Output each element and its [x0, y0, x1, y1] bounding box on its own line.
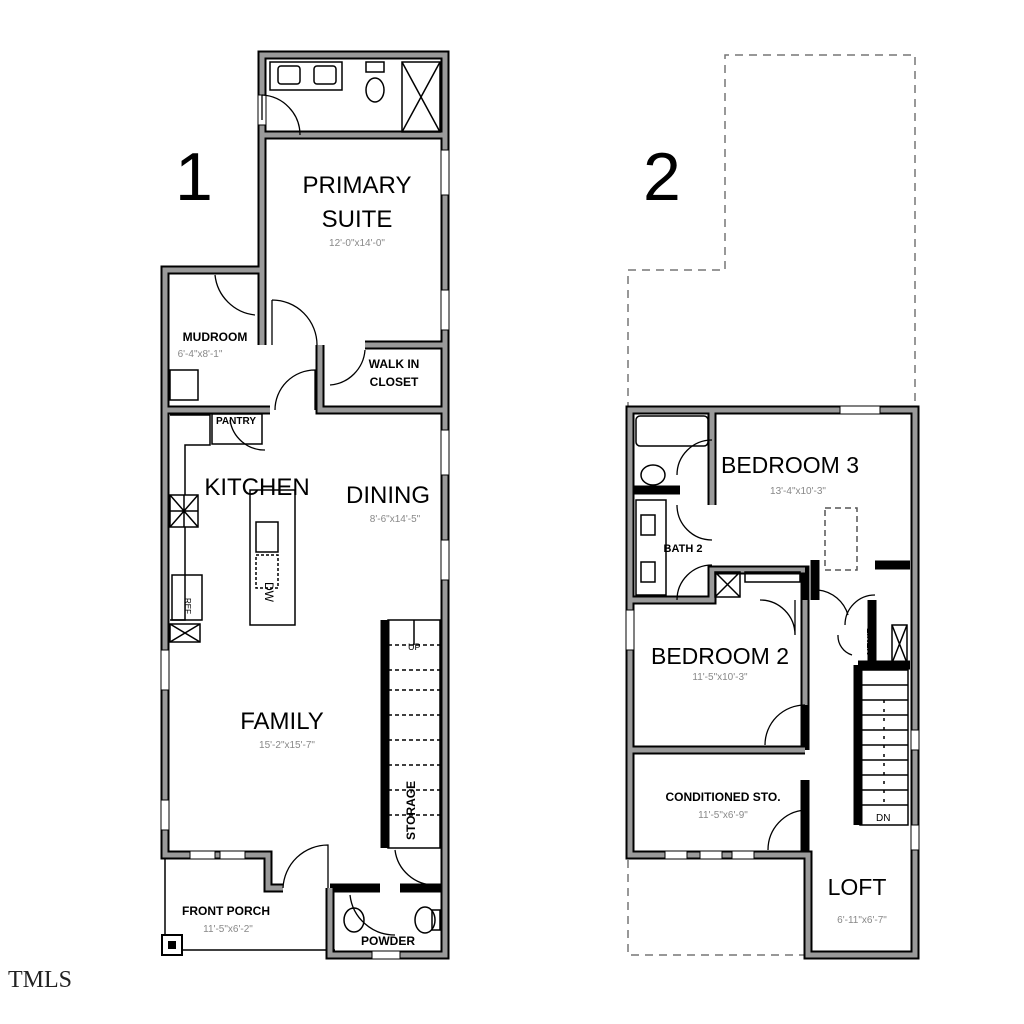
room-label-powder: POWDER	[361, 934, 415, 948]
powder-fixtures	[343, 906, 441, 934]
floor-1-walls	[160, 50, 450, 960]
primary-bath-fixtures	[269, 61, 441, 133]
floor-1-doors	[214, 94, 436, 936]
room-label-mudroom: MUDROOM	[183, 330, 248, 344]
room-dims-conditioned-storage: 11'-5"x6'-9"	[698, 810, 748, 821]
room-dims-mudroom: 6'-4"x8'-1"	[178, 349, 223, 360]
floor-2-plan: 2	[625, 54, 920, 960]
room-dims-dining: 8'-6"x14'-5"	[370, 514, 421, 525]
dishwasher-label: DW	[262, 582, 276, 603]
mudroom-sink	[169, 369, 199, 401]
room-dims-family: 15'-2"x15'-7"	[259, 740, 315, 751]
bath-2-fixtures	[635, 415, 908, 664]
column-core	[168, 941, 176, 949]
porch-outline	[164, 855, 335, 951]
floor-2-stairs	[859, 669, 909, 826]
room-label-kitchen: KITCHEN	[204, 474, 309, 501]
floor-1-stairs	[387, 619, 441, 849]
stairs-down-label: DN	[876, 813, 890, 824]
room-label-bath-2: BATH 2	[664, 543, 703, 555]
floor-2-walls	[625, 405, 920, 960]
floor-1-plan: 1	[160, 50, 450, 960]
room-label-pantry: PANTRY	[216, 416, 256, 427]
room-label-primary-suite: PRIMARY	[303, 172, 412, 199]
floor-2-windows	[625, 405, 920, 860]
watermark-logo: TMLS	[8, 967, 72, 993]
kitchen-island	[249, 489, 296, 626]
room-label-front-porch: FRONT PORCH	[182, 904, 270, 918]
floor-1-number: 1	[175, 139, 213, 215]
room-label-primary-suite-2: SUITE	[322, 206, 393, 233]
room-label-walk-in-closet: WALK IN	[369, 357, 420, 371]
room-label-bedroom-2: BEDROOM 2	[651, 643, 789, 669]
room-label-storage: STORAGE	[404, 781, 418, 840]
room-label-family: FAMILY	[240, 708, 324, 735]
room-label-walk-in-closet-2: CLOSET	[370, 375, 419, 389]
room-label-conditioned-storage: CONDITIONED STO.	[665, 790, 780, 804]
room-label-dining: DINING	[346, 482, 430, 509]
room-dims-bedroom-2: 11'-5"x10'-3"	[692, 672, 748, 683]
room-dims-bedroom-3: 13'-4"x10'-3"	[770, 486, 826, 497]
floor-2-doors	[676, 439, 876, 851]
room-dims-primary-suite: 12'-0"x14'-0"	[329, 238, 385, 249]
room-label-linen: LINEN	[865, 628, 875, 655]
kitchen-fixtures	[169, 413, 296, 643]
refrigerator-label: REF	[183, 598, 192, 614]
floor-2-open-to-below-outline	[627, 54, 916, 956]
room-label-bedroom-3: BEDROOM 3	[721, 452, 859, 478]
room-label-loft: LOFT	[828, 874, 887, 900]
room-dims-loft: 6'-11"x6'-7"	[837, 915, 887, 926]
floor-2-number: 2	[643, 139, 681, 215]
stairs-up-label: UP	[408, 642, 421, 652]
room-dims-front-porch: 11'-5"x6'-2"	[203, 924, 253, 935]
